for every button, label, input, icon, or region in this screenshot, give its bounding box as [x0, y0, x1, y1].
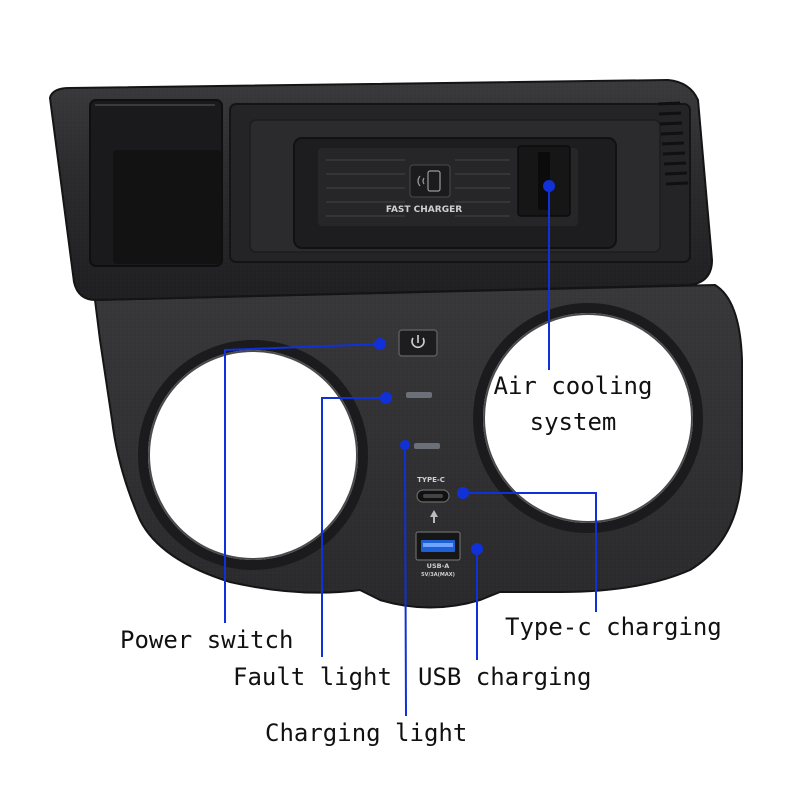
callout-air-cooling: Air cooling system: [483, 372, 663, 436]
callout-typec-charging: Type-c charging: [505, 613, 722, 641]
leader-dots: [374, 180, 555, 555]
charging-indicator-light: [414, 443, 440, 449]
callout-usb-charging: USB charging: [418, 663, 592, 691]
right-cup-holder: [473, 303, 703, 533]
phone-clamp-slot: [517, 145, 571, 217]
charging-pad-recess: FAST CHARGER: [229, 103, 691, 263]
callout-fault-light: Fault light: [233, 663, 392, 691]
power-button[interactable]: [398, 329, 438, 357]
wireless-charging-icon: [409, 164, 451, 198]
air-vent-grille: [657, 101, 689, 186]
power-icon: [411, 335, 425, 349]
callout-air-cooling-line2: system: [529, 408, 617, 436]
leader-lines: [224, 186, 597, 717]
usba-port-label: USB-A: [427, 562, 450, 570]
callout-air-cooling-line1: Air cooling: [493, 372, 653, 400]
callout-charging-light: Charging light: [265, 719, 468, 747]
usb-a-port[interactable]: [415, 531, 461, 561]
typec-port-label: TYPE-C: [417, 476, 445, 484]
left-cup-holder: [138, 340, 368, 570]
up-arrow-icon: [430, 510, 438, 523]
pad-label: FAST CHARGER: [386, 205, 462, 215]
callout-power-switch: Power switch: [120, 626, 294, 654]
usba-rating-label: 5V/3A(MAX): [421, 572, 455, 578]
typec-port[interactable]: [416, 489, 450, 503]
storage-compartment: [89, 99, 223, 267]
fault-indicator-light: [406, 392, 432, 398]
